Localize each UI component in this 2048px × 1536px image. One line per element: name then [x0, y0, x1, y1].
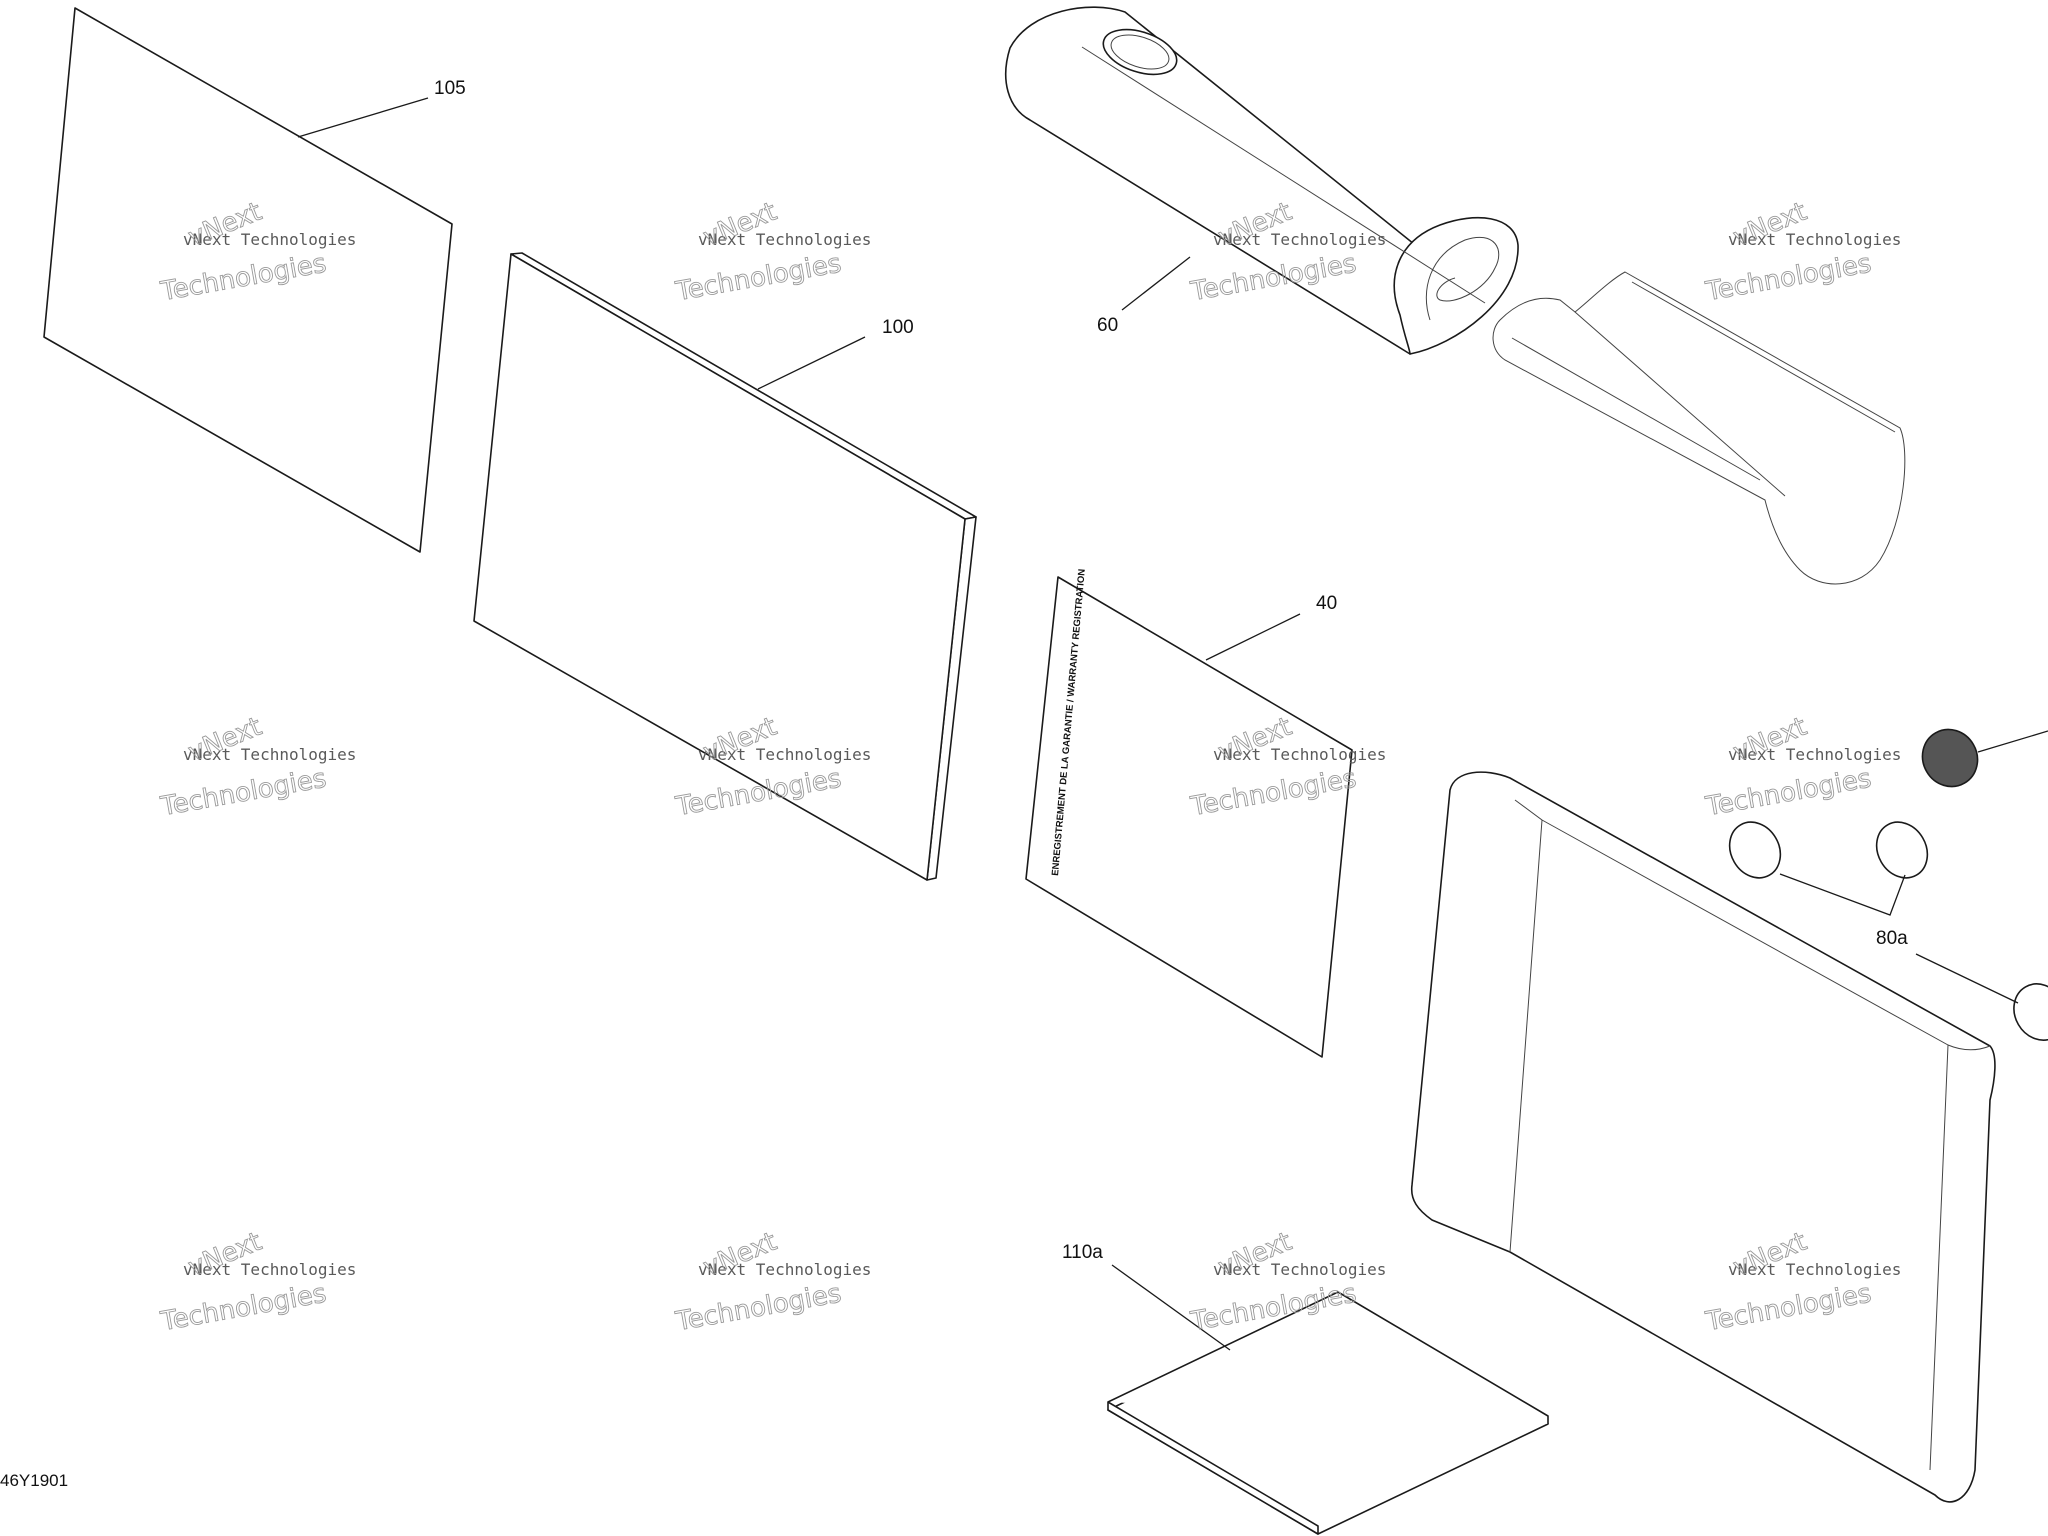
callout-110a: 110a — [1062, 1242, 1103, 1263]
watermark-text: vNext Technologies — [698, 745, 871, 764]
part-100-booklet — [473, 252, 977, 881]
watermark-outline: Technologies — [158, 1279, 329, 1338]
watermark-text: vNext Technologies — [1728, 745, 1901, 764]
part-110a-card — [1107, 1264, 1549, 1535]
callout-60: 60 — [1097, 315, 1118, 336]
watermark-text: vNext Technologies — [183, 230, 356, 249]
watermark-text: vNext Technologies — [1213, 745, 1386, 764]
watermark-text: vNext Technologies — [698, 1260, 871, 1279]
watermark-text: vNext Technologies — [1213, 230, 1386, 249]
watermark-outline: Technologies — [673, 1279, 844, 1338]
watermark-text: vNext Technologies — [1728, 230, 1901, 249]
watermark-outline: Technologies — [1703, 249, 1874, 308]
part-105-sheet — [43, 7, 453, 553]
callout-105: 105 — [434, 78, 466, 99]
watermark-text: vNext Technologies — [698, 230, 871, 249]
watermark-text: vNext Technologies — [183, 1260, 356, 1279]
watermark-outline: Technologies — [1703, 764, 1874, 823]
part-60-roll — [1004, 6, 1519, 355]
watermark-text: vNext Technologies — [183, 745, 356, 764]
storage-case — [1410, 771, 1996, 1503]
watermark-outline: Technologies — [673, 249, 844, 308]
clear-holder — [1492, 271, 1906, 585]
callout-80a: 80a — [1876, 928, 1908, 949]
part-80a-pads — [1728, 728, 2048, 1041]
callout-100: 100 — [882, 317, 914, 338]
watermark-text: vNext Technologies — [1213, 1260, 1386, 1279]
watermark-text: vNext Technologies — [1728, 1260, 1901, 1279]
callout-40: 40 — [1316, 593, 1337, 614]
part-40-warranty-card: ENREGISTREMENT DE LA GARANTIE / WARRANTY… — [1025, 568, 1353, 1058]
drawing-reference: 46Y1901 — [0, 1471, 68, 1490]
watermark-outline: Technologies — [158, 764, 329, 823]
